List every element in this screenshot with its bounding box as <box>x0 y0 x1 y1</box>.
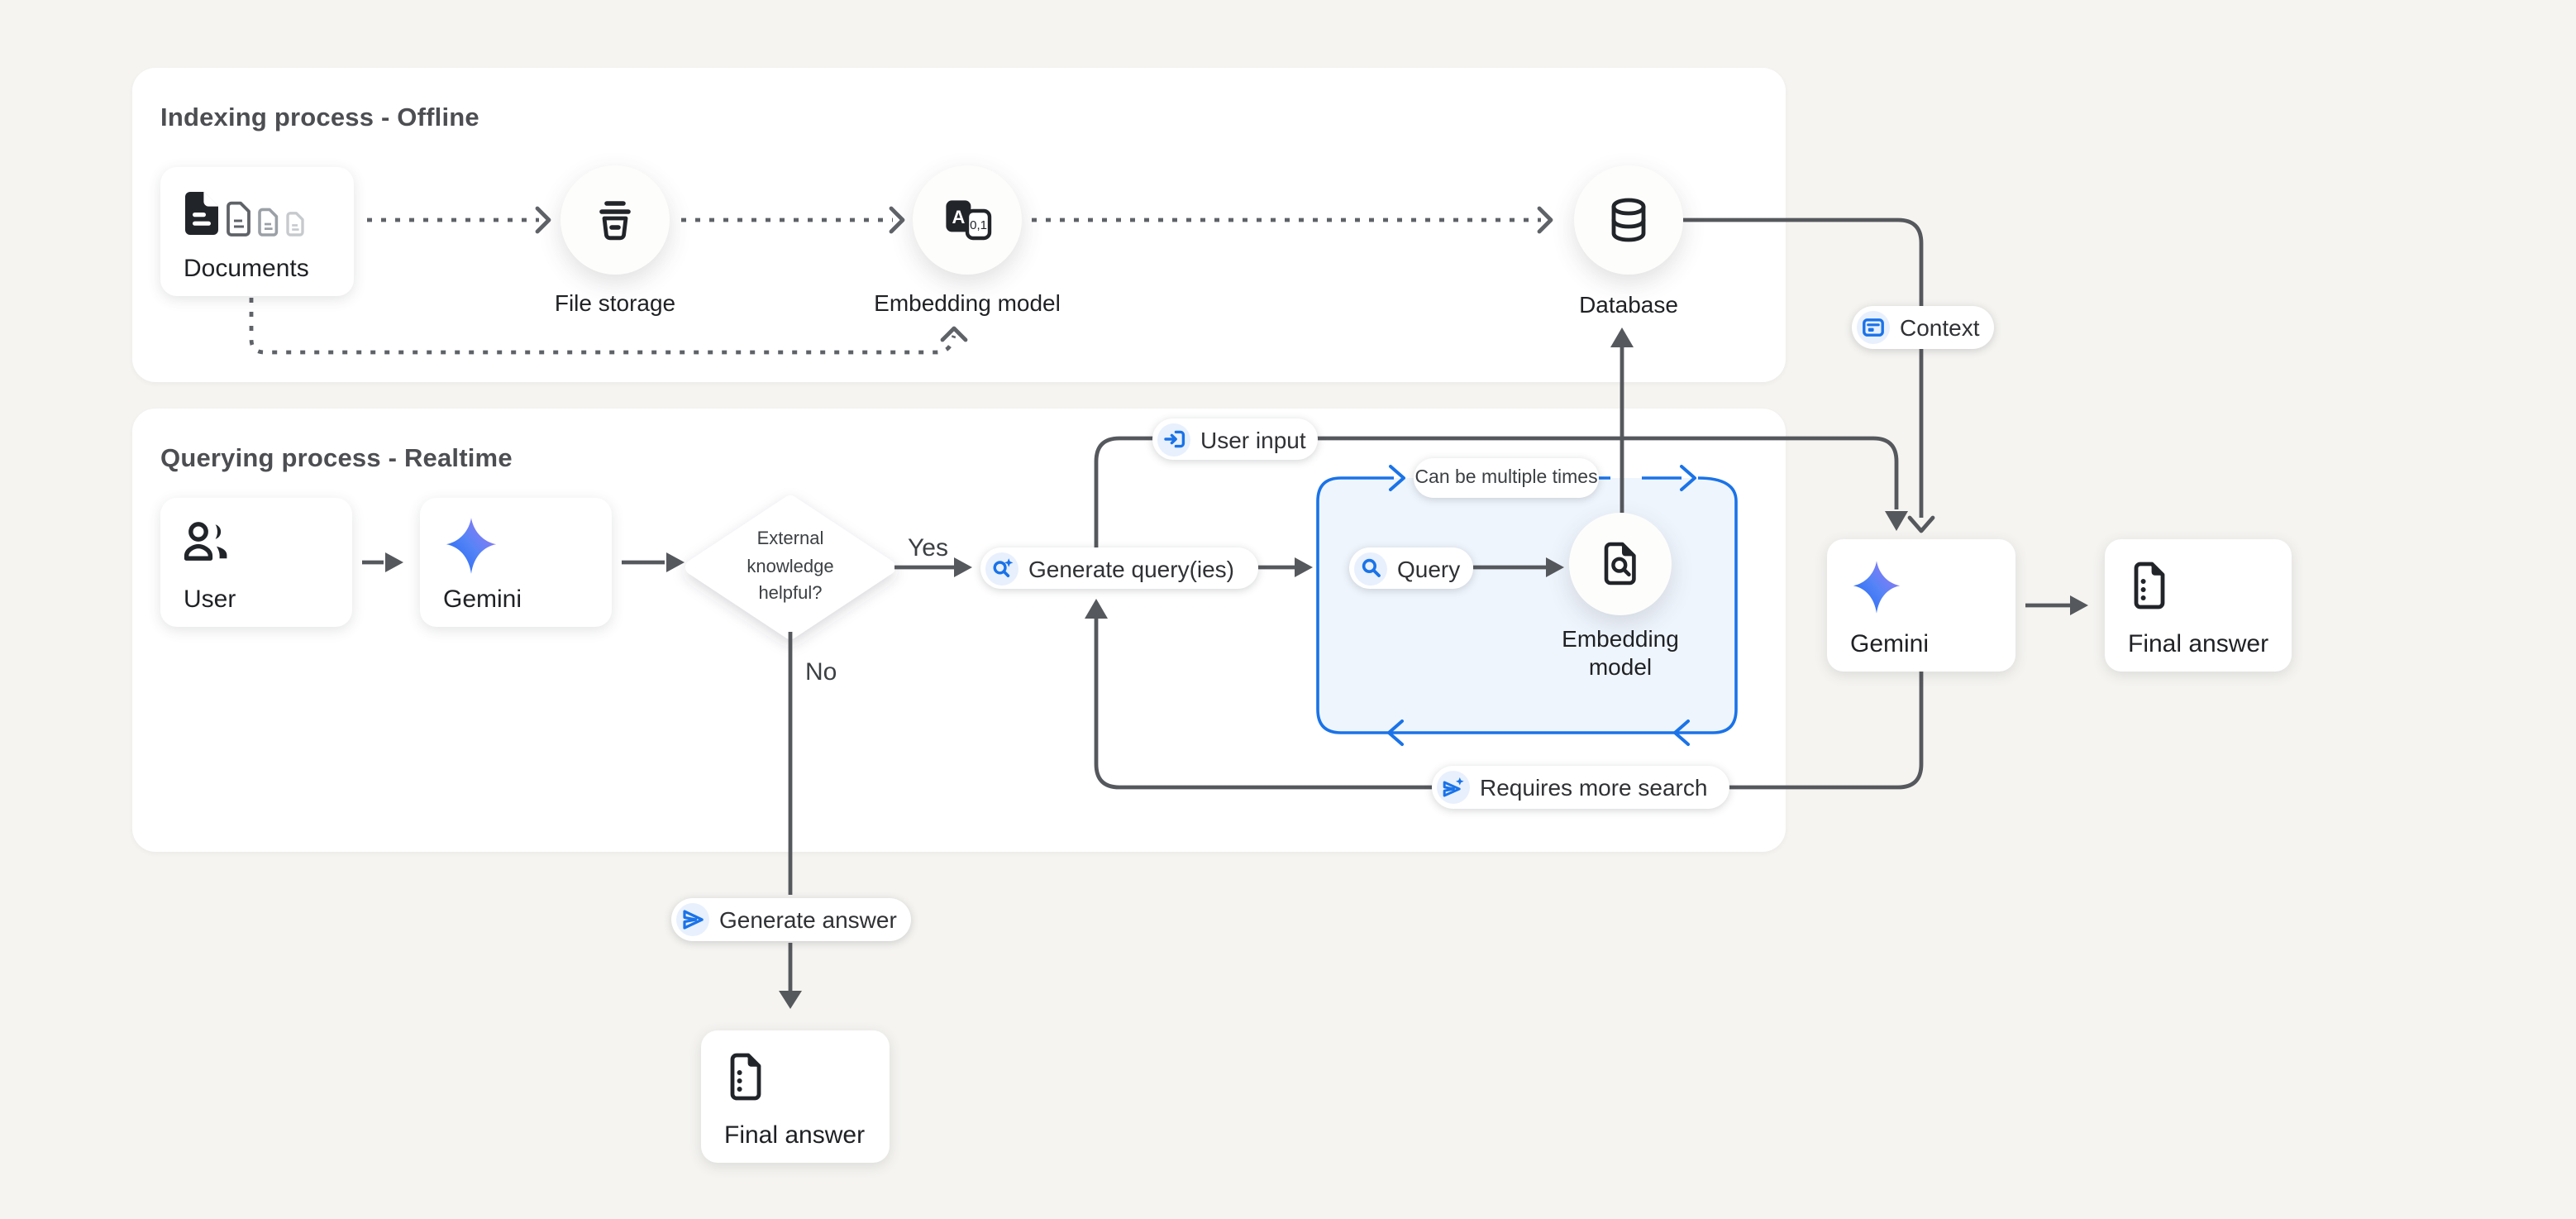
arrowhead-to-final-answer-bottom <box>779 991 802 1009</box>
final-answer-direct-label: Final answer <box>724 1121 866 1150</box>
can-be-multiple-times-pill: Can be multiple times <box>1414 458 1599 498</box>
final-answer-main-label: Final answer <box>2128 630 2269 658</box>
generate-answer-pill: Generate answer <box>671 898 911 941</box>
svg-text:A: A <box>951 207 964 227</box>
file-storage-label: File storage <box>554 289 676 316</box>
gemini-query-label: Gemini <box>443 586 522 614</box>
send-spark-icon <box>1443 777 1464 797</box>
user-input-chip <box>1157 423 1190 456</box>
embedding-model-query-line-1: Embedding <box>1562 625 1679 652</box>
node-database <box>1574 165 1683 275</box>
gemini-star-icon <box>1853 561 1901 614</box>
login-arrow-icon <box>1163 430 1185 448</box>
decision-line-3: helpful? <box>758 584 823 604</box>
node-file-storage <box>561 165 670 275</box>
no-label: No <box>805 658 837 686</box>
documents-label: Documents <box>184 255 309 283</box>
generate-answer-chip <box>676 903 709 936</box>
query-label: Query <box>1397 555 1461 581</box>
arrowhead-user-input-down <box>1885 511 1908 531</box>
svg-text:0,1: 0,1 <box>969 218 986 232</box>
context-pill: Context <box>1852 306 1994 349</box>
arrowhead-to-final-answer-right <box>2070 595 2088 615</box>
send-icon <box>683 910 704 930</box>
generate-answer-label: Generate answer <box>719 906 897 933</box>
query-chip <box>1354 552 1387 585</box>
user-label: User <box>184 586 236 614</box>
requires-more-search-label: Requires more search <box>1480 774 1708 801</box>
user-input-label: User input <box>1200 426 1306 452</box>
yes-label: Yes <box>908 534 948 562</box>
decision-line-1: External <box>756 529 824 549</box>
querying-panel-title: Querying process - Realtime <box>160 445 513 473</box>
context-label: Context <box>1900 314 1980 341</box>
embedding-model-offline-label: Embedding model <box>874 289 1061 316</box>
user-icon <box>184 522 227 561</box>
embedding-model-query-label: Embedding model <box>1562 625 1679 681</box>
file-storage-icon <box>599 200 631 240</box>
node-embedding-model-offline: A 0,1 <box>913 165 1022 275</box>
indexing-panel-title: Indexing process - Offline <box>160 104 479 132</box>
user-input-pill: User input <box>1152 418 1318 460</box>
database-label: Database <box>1579 291 1678 318</box>
documents-icon <box>185 191 304 237</box>
node-gemini-answer: Gemini <box>1827 539 2015 672</box>
requires-more-search-pill: Requires more search <box>1432 766 1729 809</box>
final-answer-icon <box>2134 562 2165 610</box>
requires-more-search-chip <box>1437 771 1470 804</box>
query-pill: Query <box>1349 547 1473 589</box>
generate-queries-pill: Generate query(ies) <box>980 547 1258 589</box>
arrowhead-context-down <box>1907 515 1935 533</box>
decision-line-2: knowledge <box>747 557 834 576</box>
database-icon <box>1611 198 1646 242</box>
node-embedding-model-query <box>1569 513 1672 615</box>
embedding-model-query-line-2: model <box>1588 653 1653 680</box>
embedding-model-icon: A 0,1 <box>945 200 991 241</box>
gemini-answer-label: Gemini <box>1850 630 1930 658</box>
node-documents: Documents <box>160 167 354 296</box>
node-final-answer-main: Final answer <box>2105 539 2292 672</box>
doc-search-icon <box>1604 542 1636 586</box>
search-spark-icon <box>992 558 1013 578</box>
generate-queries-chip <box>985 552 1018 585</box>
node-gemini-query: Gemini <box>420 498 612 627</box>
context-icon <box>1863 318 1884 337</box>
final-answer-icon <box>730 1053 761 1101</box>
generate-queries-label: Generate query(ies) <box>1028 555 1235 581</box>
node-user: User <box>160 498 352 627</box>
gemini-star-icon <box>446 518 497 574</box>
decision-text: External knowledge helpful? <box>708 526 873 608</box>
search-icon <box>1361 558 1380 577</box>
context-chip <box>1857 311 1890 344</box>
node-final-answer-direct: Final answer <box>701 1030 890 1163</box>
can-be-multiple-times-label: Can be multiple times <box>1414 468 1598 488</box>
